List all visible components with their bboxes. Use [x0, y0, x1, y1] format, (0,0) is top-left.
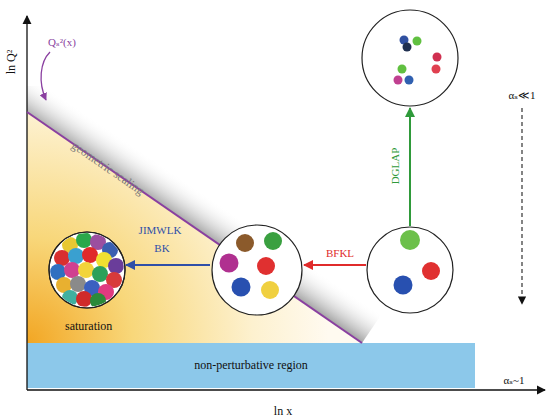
coupling-label: αₛ≪1 [509, 90, 536, 101]
axis-label: ln Q² [5, 50, 17, 75]
coupling-arrow [521, 108, 522, 304]
gluon-cluster [50, 232, 124, 309]
x-axis [27, 389, 545, 390]
evolution-label: BK [154, 243, 169, 254]
axis-label: ln x [274, 405, 292, 417]
region-label: saturation [65, 319, 112, 334]
bfkl-arrow [304, 264, 366, 266]
geometric-scaling-band [27, 86, 381, 343]
non-perturbative-band: non-perturbative region [27, 343, 475, 388]
dglap-arrow [409, 108, 411, 226]
coupling-label: αₛ~1 [504, 375, 525, 386]
region-label: non-perturbative region [194, 358, 308, 373]
saturation-line [27, 112, 362, 343]
saturated-proton [49, 232, 125, 308]
evolution-label: BFKL [326, 248, 354, 259]
bk-arrow [126, 264, 210, 266]
y-axis [26, 16, 27, 390]
resolved-proton [362, 10, 458, 106]
qs-pointer [41, 52, 50, 100]
dense-proton [212, 225, 302, 315]
dilute-proton [367, 227, 453, 313]
scale-label: Qₛ²(x) [48, 37, 76, 48]
evolution-label: DGLAP [390, 148, 401, 185]
evolution-label: JIMWLK [139, 225, 182, 236]
